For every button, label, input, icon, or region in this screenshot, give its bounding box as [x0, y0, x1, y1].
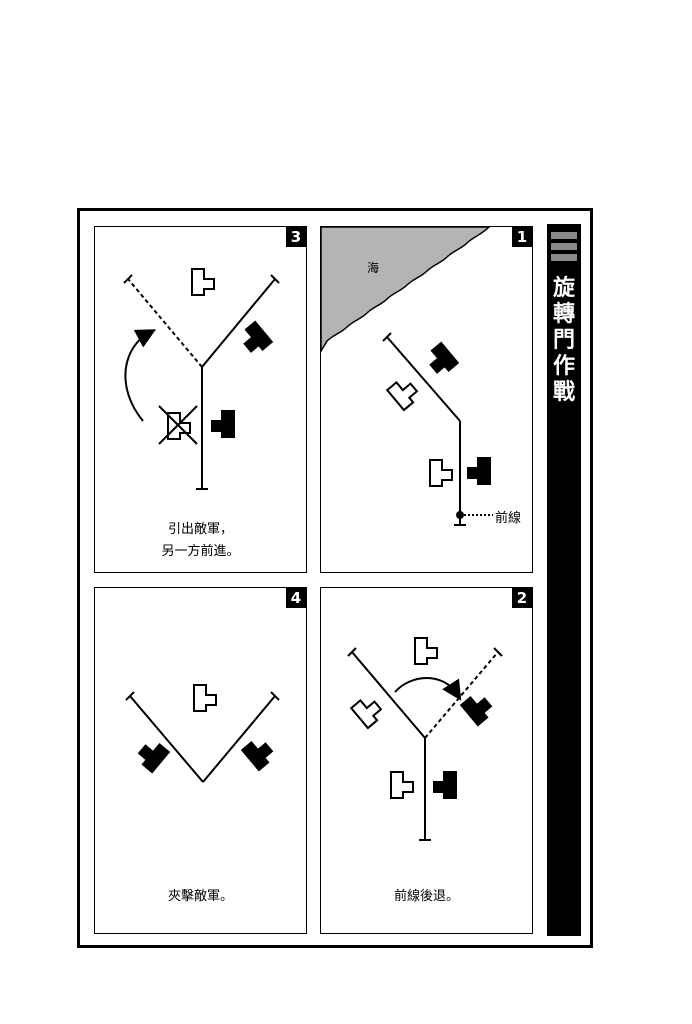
enemy-unit — [459, 695, 493, 727]
enemy-unit — [243, 320, 274, 353]
enemy-unit — [137, 742, 171, 774]
enemy-unit — [433, 771, 457, 799]
enemy-unit — [240, 740, 274, 772]
panel-3-diagram — [123, 268, 280, 490]
enemy-unit — [467, 457, 491, 485]
front-line-left — [129, 695, 204, 783]
panel-2-number: 2 — [512, 588, 532, 608]
front-marker-dot — [456, 511, 464, 519]
page-title: 旋轉門作戰 — [552, 276, 575, 405]
panel-3-caption-line2: 另一方前進。 — [161, 544, 240, 559]
rotation-arrow — [124, 329, 157, 422]
panel-4-number: 4 — [286, 588, 306, 608]
panel-3: 3 — [94, 226, 307, 573]
friendly-unit — [390, 771, 414, 799]
panel-1-number: 1 — [512, 227, 532, 247]
friendly-unit — [429, 459, 453, 487]
enemy-unit — [429, 341, 460, 374]
friendly-unit — [349, 698, 383, 730]
panel-2-caption: 前線後退。 — [393, 889, 459, 904]
front-line-right — [202, 695, 276, 783]
retreated-friendly-unit-crossed — [158, 405, 198, 445]
panel-2-diagram — [347, 637, 503, 841]
front-line-left-dashed — [127, 278, 203, 368]
sea-label: 海 — [367, 261, 380, 275]
front-line-right-dashed — [424, 651, 499, 739]
front-line-left — [351, 651, 426, 739]
friendly-unit — [193, 684, 217, 712]
panel-3-number: 3 — [286, 227, 306, 247]
panel-1-diagram — [321, 227, 493, 526]
front-line-diagonal — [386, 336, 461, 422]
panel-4-caption: 夾擊敵軍。 — [167, 889, 233, 904]
panel-4-diagram — [125, 684, 280, 783]
friendly-unit — [385, 380, 419, 412]
sidebar-decoration — [551, 232, 577, 265]
title-sidebar: 旋轉門作戰 — [547, 224, 581, 936]
front-label: 前線 — [495, 511, 522, 526]
panel-3-caption-line1: 引出敵軍， — [167, 522, 233, 537]
sea-area — [321, 227, 491, 353]
friendly-unit — [414, 637, 438, 665]
front-line-right — [201, 278, 276, 368]
panel-1: 1 海 前線 — [320, 226, 533, 573]
enemy-unit — [211, 410, 235, 438]
panel-2: 2 前線後退。 — [320, 587, 533, 934]
panel-4: 4 夾擊敵軍。 — [94, 587, 307, 934]
friendly-unit — [191, 268, 215, 296]
rotation-arrow — [394, 677, 462, 701]
